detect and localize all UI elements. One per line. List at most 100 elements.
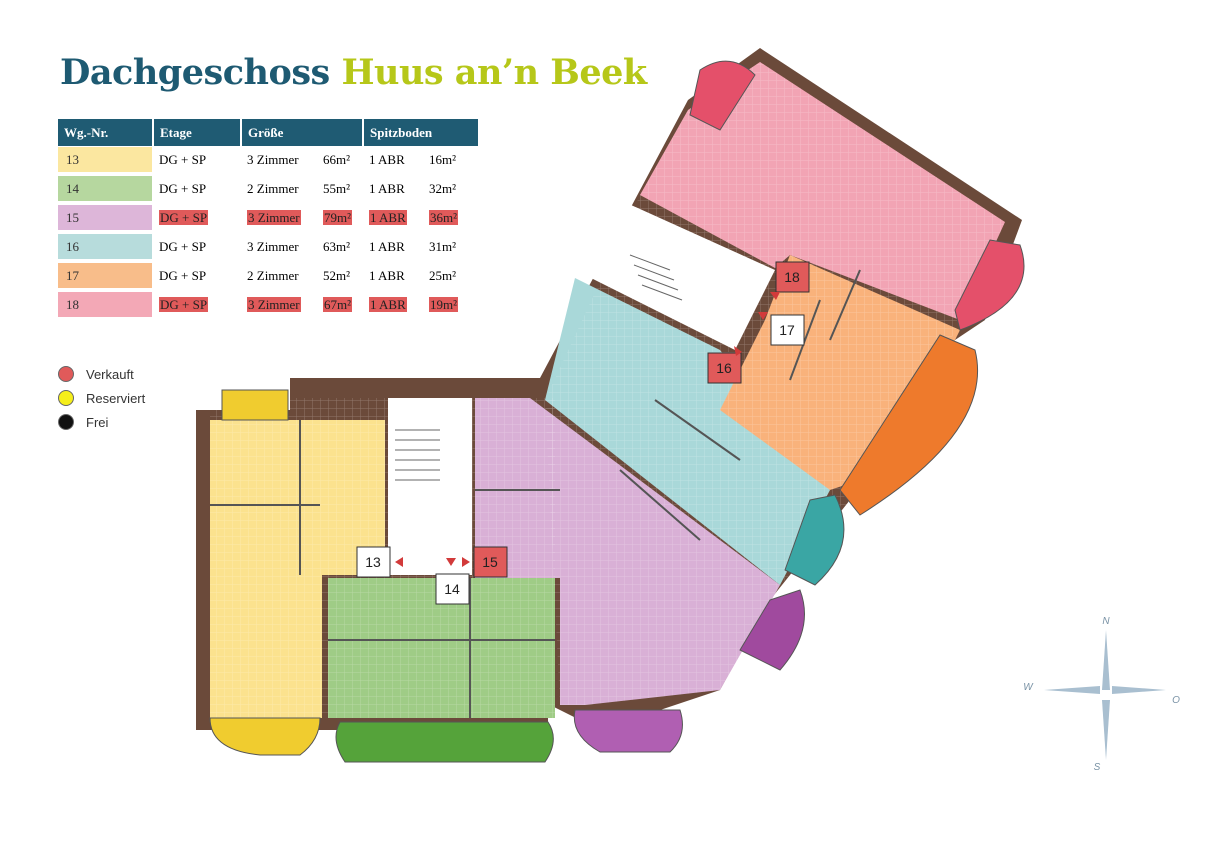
unit-17-label: 17 (779, 322, 795, 338)
sp-value: 31m² (429, 238, 457, 254)
flaeche-value: 55m² (323, 180, 351, 196)
etage-value: DG + SP (159, 238, 207, 254)
legend-label: Frei (86, 414, 109, 430)
stairs-icon (395, 254, 683, 481)
internal-walls (210, 269, 861, 718)
sp-value: 25m² (429, 267, 457, 283)
table-row: 13 DG + SP 3 Zimmer 66m² 1 ABR 16m² (58, 146, 478, 175)
balcony-unit-18-top (689, 60, 756, 131)
table-row: 14 DG + SP 2 Zimmer 55m² 1 ABR 32m² (58, 174, 478, 204)
entrance-arrow-icon (462, 557, 470, 567)
sp-value: 19m² (429, 296, 459, 312)
abr-value: 1 ABR (369, 209, 407, 225)
unit-label-14: 14 (435, 573, 470, 605)
unit-number: 18 (58, 292, 152, 317)
table-row: 18 DG + SP 3 Zimmer 67m² 1 ABR 19m² (58, 290, 478, 320)
legend: Verkauft Reserviert Frei (58, 362, 145, 434)
balcony-unit-13 (209, 717, 321, 756)
flaeche-value: 79m² (323, 209, 353, 225)
unit-number: 15 (58, 205, 152, 230)
abr-value: 1 ABR (369, 180, 405, 196)
zimmer-value: 3 Zimmer (247, 296, 301, 312)
etage-value: DG + SP (159, 180, 207, 196)
flaeche-value: 66m² (323, 151, 351, 167)
zimmer-value: 3 Zimmer (247, 151, 299, 167)
etage-value: DG + SP (159, 209, 209, 225)
abr-value: 1 ABR (369, 238, 405, 254)
unit-15-label: 15 (482, 554, 498, 570)
compass-n: N (1102, 616, 1110, 627)
cell-nr: 15 (58, 203, 153, 233)
cell-etage: DG + SP (153, 146, 241, 175)
legend-item-verkauft: Verkauft (58, 362, 145, 386)
entrance-arrow-icon (758, 312, 768, 320)
cell-etage: DG + SP (153, 174, 241, 204)
unit-label-18: 18 (775, 261, 810, 293)
cell-spitzboden: 1 ABR 25m² (363, 261, 478, 291)
entrance-arrows (395, 292, 780, 567)
unit-13-label: 13 (365, 554, 381, 570)
balcony-unit-15 (573, 709, 683, 753)
compass-rose: N S W O (1023, 616, 1180, 773)
zimmer-value: 2 Zimmer (247, 267, 299, 283)
cell-nr: 13 (58, 146, 153, 175)
cell-spitzboden: 1 ABR 19m² (363, 290, 478, 320)
unit-number: 14 (58, 176, 152, 201)
cell-groesse: 3 Zimmer 66m² (241, 146, 363, 175)
cell-etage: DG + SP (153, 290, 241, 320)
unit-18-label: 18 (784, 269, 800, 285)
verkauft-dot-icon (58, 366, 74, 382)
sp-value: 16m² (429, 151, 457, 167)
cell-spitzboden: 1 ABR 16m² (363, 146, 478, 175)
abr-value: 1 ABR (369, 267, 405, 283)
cell-spitzboden: 1 ABR 32m² (363, 174, 478, 204)
abr-value: 1 ABR (369, 151, 405, 167)
compass-s: S (1094, 762, 1101, 773)
balcony-unit-18 (954, 239, 1025, 331)
unit-number: 17 (58, 263, 152, 288)
sp-value: 36m² (429, 209, 459, 225)
legend-item-reserviert: Reserviert (58, 386, 145, 410)
legend-label: Verkauft (86, 366, 134, 382)
unit-label-17: 17 (770, 314, 805, 346)
unit-14-label: 14 (444, 581, 460, 597)
sp-value: 32m² (429, 180, 457, 196)
title-part-2: Huus an’n Beek (341, 52, 647, 93)
unit-label-15: 15 (473, 546, 508, 578)
legend-label: Reserviert (86, 390, 146, 406)
zimmer-value: 2 Zimmer (247, 180, 299, 196)
zimmer-value: 3 Zimmer (247, 238, 299, 254)
balcony-unit-14 (335, 721, 554, 763)
etage-value: DG + SP (159, 151, 207, 167)
balcony-unit-16 (784, 494, 845, 586)
compass-o: O (1172, 695, 1180, 706)
flaeche-value: 67m² (323, 296, 353, 312)
header-spitzboden: Spitzboden (363, 119, 478, 146)
unit-number: 13 (58, 147, 152, 172)
plan-texture-right (545, 62, 1005, 705)
etage-value: DG + SP (159, 267, 207, 283)
unit-label-16: 16 (707, 352, 742, 384)
cell-nr: 16 (58, 232, 153, 262)
header-groesse: Größe (241, 119, 364, 146)
balcony-unit-13-top (221, 389, 289, 421)
zimmer-value: 3 Zimmer (247, 209, 301, 225)
cell-nr: 17 (58, 261, 153, 291)
page-title: Dachgeschoss Huus an’n Beek (60, 52, 647, 93)
cell-spitzboden: 1 ABR 36m² (363, 203, 478, 233)
compass-w: W (1023, 682, 1034, 693)
reserviert-dot-icon (58, 390, 74, 406)
legend-item-frei: Frei (58, 410, 145, 434)
flaeche-value: 63m² (323, 238, 351, 254)
etage-value: DG + SP (159, 296, 209, 312)
unit-labels: 13 14 15 16 17 18 (356, 261, 810, 605)
unit-number: 16 (58, 234, 152, 259)
frei-dot-icon (58, 414, 74, 430)
cell-etage: DG + SP (153, 203, 241, 233)
table-row: 16 DG + SP 3 Zimmer 63m² 1 ABR 31m² (58, 232, 478, 262)
abr-value: 1 ABR (369, 296, 407, 312)
